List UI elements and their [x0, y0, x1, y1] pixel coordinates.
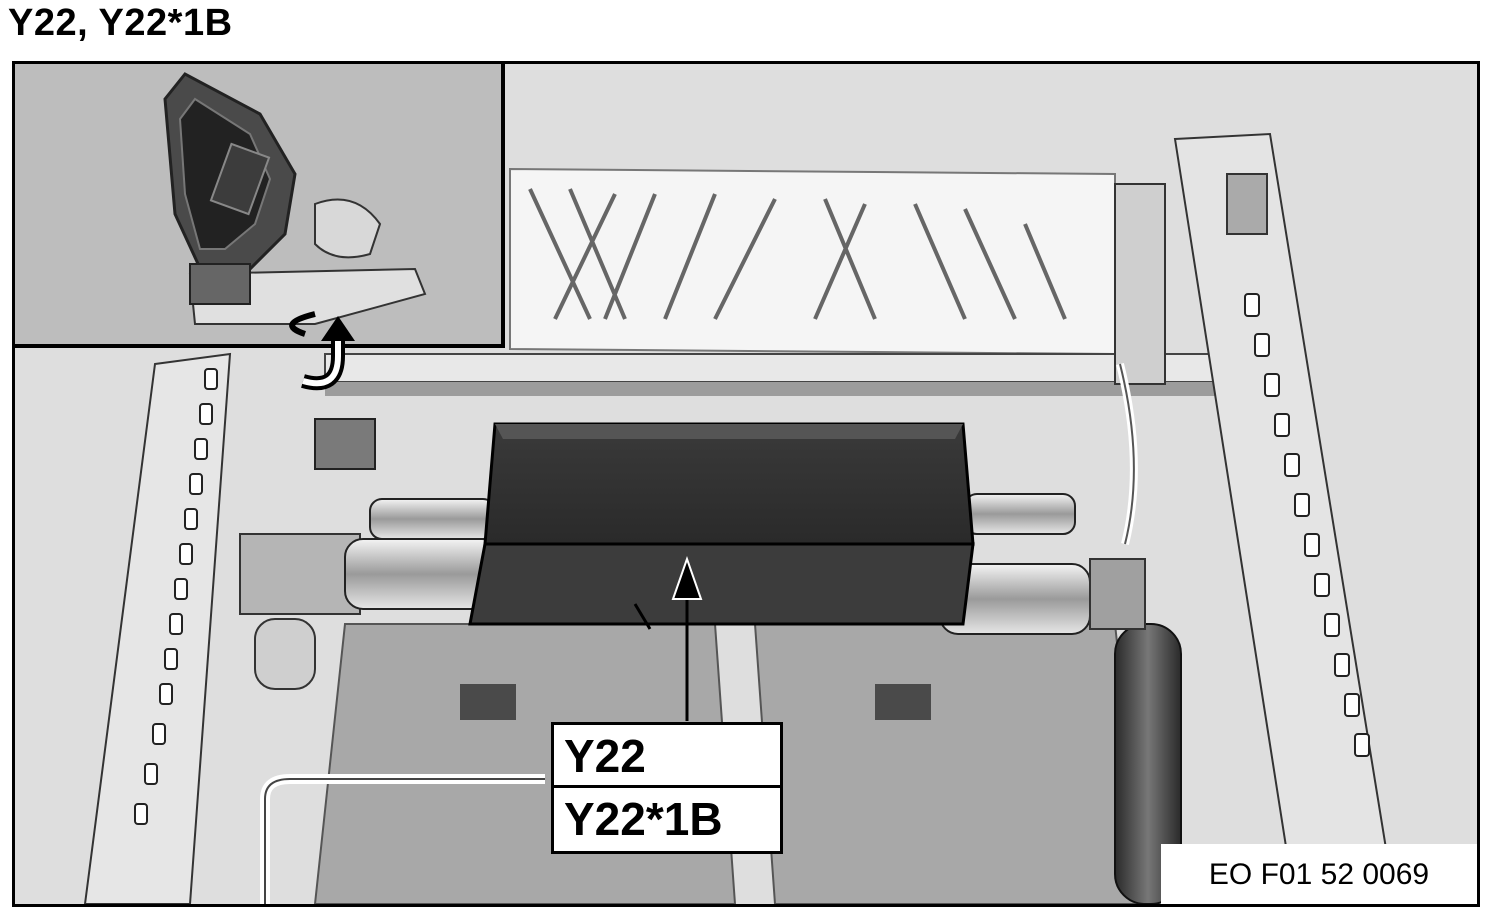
diagram-title: Y22, Y22*1B	[8, 2, 233, 44]
seat-frame-drawing	[15, 64, 1477, 904]
main-illustration: Y22 Y22*1B EO F01 52 0069	[12, 61, 1480, 907]
rotate-arrow-icon	[301, 316, 355, 391]
inset-seat-view	[15, 64, 505, 348]
label-component: Y22	[554, 725, 780, 788]
callout-label-box: Y22 Y22*1B	[551, 722, 783, 854]
seat-overview-drawing	[163, 72, 427, 337]
reference-code: EO F01 52 0069	[1161, 844, 1477, 904]
label-connector: Y22*1B	[564, 793, 723, 845]
